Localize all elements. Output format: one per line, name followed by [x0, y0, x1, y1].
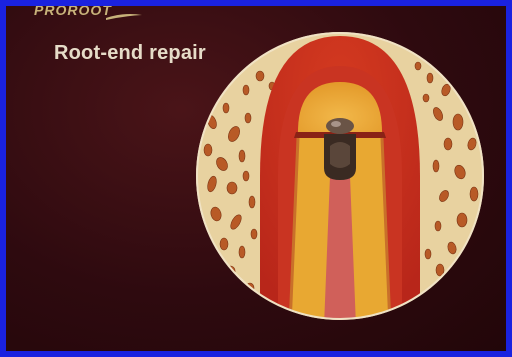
root-end-repair-illustration: [190, 26, 490, 326]
brand-logo: PROROOT: [34, 6, 112, 18]
brand-swoosh-icon: [106, 12, 142, 22]
repair-material-top: [326, 118, 354, 134]
repair-material-sheen: [331, 121, 341, 127]
slide: PROROOT Root-end repair: [6, 6, 506, 351]
repair-material-highlight: [330, 142, 350, 168]
slide-title: Root-end repair: [54, 42, 206, 65]
